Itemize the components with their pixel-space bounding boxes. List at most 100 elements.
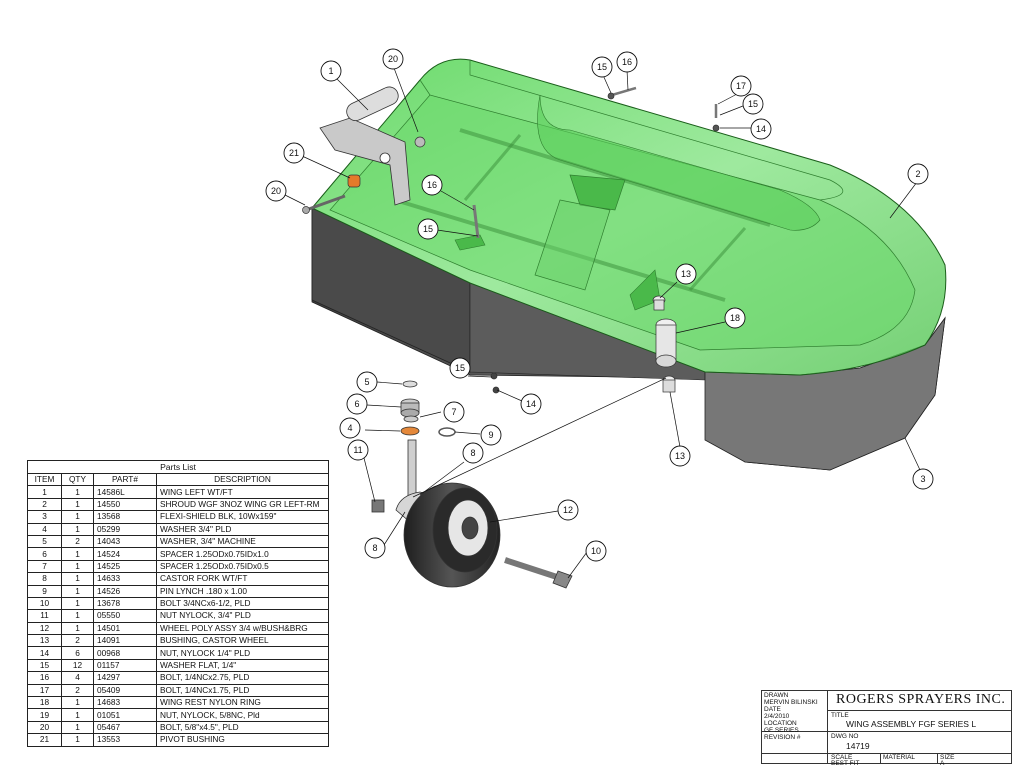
description-cell: BOLT 3/4NCx6-1/2, PLD: [156, 596, 329, 611]
castor-wheel-assembly: [371, 380, 573, 589]
callout-10: [585, 540, 607, 562]
part-number-cell: 05550: [93, 609, 157, 623]
svg-text:12: 12: [563, 505, 573, 515]
svg-text:6: 6: [354, 399, 359, 409]
callout-9: [480, 424, 502, 446]
location-value: GF SERIES: [764, 727, 799, 734]
part-number-cell: 14043: [93, 534, 157, 549]
callout-16b: [421, 174, 443, 196]
description-cell: SHROUD WGF 3NOZ WING GR LEFT-RM: [156, 497, 329, 512]
qty-cell: 1: [61, 547, 94, 561]
svg-text:20: 20: [388, 54, 398, 64]
item-cell: 12: [27, 621, 62, 636]
svg-text:14: 14: [526, 399, 536, 409]
part-number-cell: 14501: [93, 621, 157, 636]
part-number-cell: 13568: [93, 510, 157, 524]
dwg-no-value: 14719: [846, 741, 870, 751]
item-cell: 17: [27, 683, 62, 698]
qty-cell: 1: [61, 621, 94, 636]
svg-text:14: 14: [756, 124, 766, 134]
svg-text:16: 16: [427, 180, 437, 190]
callout-3: [912, 468, 934, 490]
qty-cell: 1: [61, 720, 94, 735]
item-cell: 8: [27, 572, 62, 586]
part-number-cell: 05299: [93, 522, 157, 536]
svg-text:7: 7: [451, 407, 456, 417]
description-cell: PIN LYNCH .180 x 1.00: [156, 584, 329, 598]
svg-text:3: 3: [920, 474, 925, 484]
svg-text:9: 9: [488, 430, 493, 440]
callout-15a: [591, 56, 613, 78]
part-number-cell: 14586L: [93, 485, 157, 499]
drawn-by: MERVIN BILINSKI: [764, 699, 818, 706]
description-cell: NUT, NYLOCK, 5/8NC, Pld: [156, 708, 329, 722]
svg-text:11: 11: [353, 445, 362, 455]
qty-cell: 2: [61, 634, 94, 648]
svg-text:15: 15: [748, 99, 758, 109]
part-number-cell: 14091: [93, 634, 157, 648]
item-cell: 11: [27, 609, 62, 623]
svg-text:16: 16: [622, 57, 632, 67]
callout-12: [557, 499, 579, 521]
header-item: ITEM: [27, 472, 62, 487]
description-cell: FLEXI-SHIELD BLK, 10Wx159": [156, 510, 329, 524]
title-block: DRAWN MERVIN BILINSKI DATE 2/4/2010 LOCA…: [761, 690, 1012, 767]
part-number-cell: 14633: [93, 572, 157, 586]
description-cell: WASHER 3/4" PLD: [156, 522, 329, 536]
item-cell: 10: [27, 596, 62, 611]
header-description: DESCRIPTION: [156, 472, 329, 487]
qty-cell: 1: [61, 497, 94, 512]
callout-15b: [742, 93, 764, 115]
svg-text:13: 13: [675, 451, 685, 461]
svg-text:18: 18: [730, 313, 740, 323]
callout-6: [346, 393, 368, 415]
description-cell: BOLT, 1/4NCx2.75, PLD: [156, 671, 329, 685]
item-cell: 19: [27, 708, 62, 722]
callout-18: [724, 307, 746, 329]
qty-cell: 1: [61, 584, 94, 598]
svg-text:1: 1: [328, 66, 333, 76]
item-cell: 4: [27, 522, 62, 536]
header-part: PART#: [93, 472, 157, 487]
item-cell: 16: [27, 671, 62, 685]
header-qty: QTY: [61, 472, 94, 487]
description-cell: WHEEL POLY ASSY 3/4 w/BUSH&BRG: [156, 621, 329, 636]
callout-8b: [364, 537, 386, 559]
description-cell: WASHER, 3/4" MACHINE: [156, 534, 329, 549]
callout-8a: [462, 442, 484, 464]
callout-4: [339, 417, 361, 439]
part-number-cell: 05409: [93, 683, 157, 698]
item-cell: 20: [27, 720, 62, 735]
flexi-shield-skirt: [311, 207, 946, 471]
callout-11: [347, 439, 369, 461]
company-name: ROGERS SPRAYERS INC.: [836, 692, 1006, 707]
qty-cell: 1: [61, 596, 94, 611]
item-cell: 9: [27, 584, 62, 598]
part-number-cell: 14526: [93, 584, 157, 598]
dwg-no-label: DWG NO: [831, 733, 859, 740]
part-number-cell: 14525: [93, 559, 157, 574]
part-number-cell: 01157: [93, 658, 157, 673]
callout-2: [907, 163, 929, 185]
description-cell: BUSHING, CASTOR WHEEL: [156, 634, 329, 648]
drawing-title: WING ASSEMBLY FGF SERIES L: [846, 719, 977, 729]
qty-cell: 1: [61, 485, 94, 499]
parts-list-caption: Parts List: [27, 460, 329, 474]
revision-label: REVISION #: [764, 734, 801, 741]
description-cell: PIVOT BUSHING: [156, 733, 329, 747]
